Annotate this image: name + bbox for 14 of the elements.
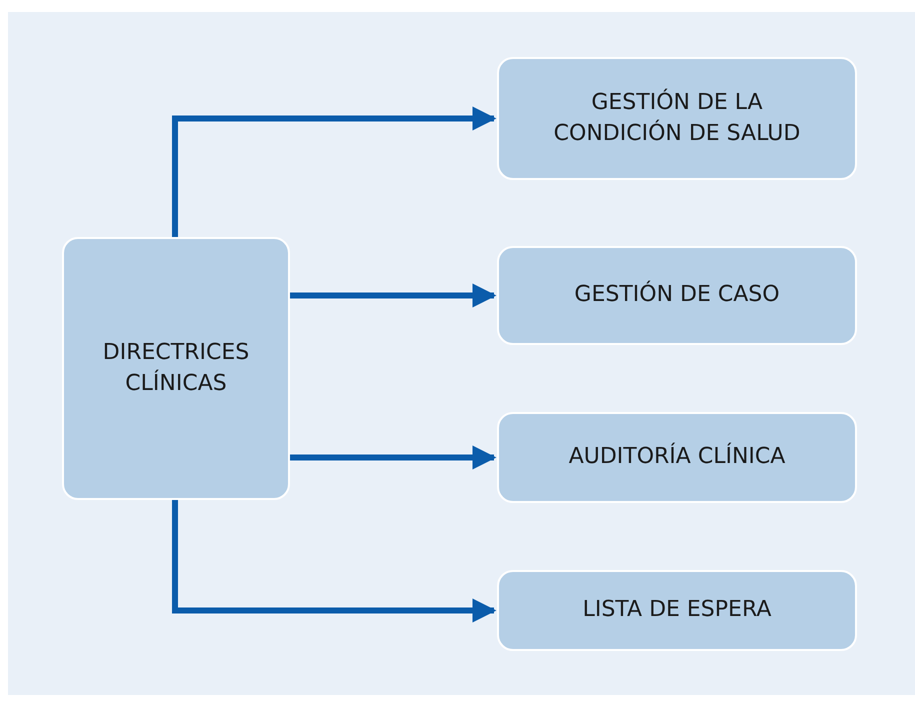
process-box (497, 570, 857, 651)
node-label: GESTIÓN DE LA CONDICIÓN DE SALUD (552, 88, 802, 148)
node-label: GESTIÓN DE CASO (574, 280, 780, 310)
process-box (62, 237, 290, 500)
arrow (290, 446, 496, 470)
node-label: LISTA DE ESPERA (582, 596, 772, 624)
process-box (497, 412, 857, 503)
process-box (497, 57, 857, 180)
node-label: AUDITORÍA CLÍNICA (568, 442, 786, 472)
arrow (172, 500, 496, 622)
process-box (497, 246, 857, 345)
arrow (172, 106, 496, 237)
node-label: DIRECTRICES CLÍNICAS (102, 338, 250, 398)
arrow (290, 284, 496, 308)
